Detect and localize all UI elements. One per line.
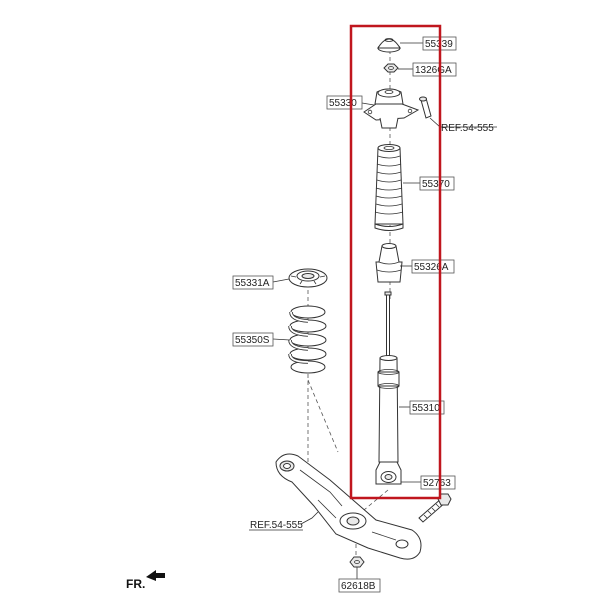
label-ref-lower: REF.54-555 — [249, 520, 303, 531]
leader-lines — [272, 42, 497, 579]
spring-pad-part[interactable] — [288, 268, 328, 288]
label-spring-pad: 55331A — [232, 275, 274, 290]
svg-text:REF.54-555: REF.54-555 — [250, 520, 303, 531]
label-ref-upper: REF.54-555 — [441, 123, 494, 134]
bolt-part[interactable] — [418, 493, 452, 523]
strut-mount-part[interactable] — [363, 88, 420, 129]
bump-stopper-part[interactable] — [375, 243, 403, 283]
shock-absorber-part[interactable] — [375, 291, 402, 485]
svg-text:55330: 55330 — [329, 98, 357, 109]
svg-text:REF.54-555: REF.54-555 — [441, 123, 494, 134]
svg-text:1326GA: 1326GA — [415, 65, 452, 76]
label-shock-absorber: 55310 — [409, 400, 445, 415]
svg-text:55326A: 55326A — [414, 262, 449, 273]
top-seat-part[interactable] — [377, 38, 401, 53]
svg-text:55370: 55370 — [422, 179, 450, 190]
svg-text:55331A: 55331A — [235, 278, 270, 289]
svg-text:FR.: FR. — [126, 577, 145, 591]
svg-text:55310: 55310 — [412, 403, 440, 414]
label-coil-spring: 55350S — [232, 332, 274, 347]
coil-spring-part[interactable] — [288, 305, 327, 374]
highlight-frame — [349, 24, 442, 500]
lower-arm-part[interactable] — [275, 453, 422, 560]
svg-text:52763: 52763 — [423, 478, 451, 489]
stud-bolt-part[interactable] — [419, 96, 432, 119]
label-dust-cover: 55370 — [419, 176, 455, 191]
label-mount: 55330 — [326, 95, 363, 110]
dust-cover-part[interactable] — [374, 144, 404, 231]
label-nut: 1326GA — [412, 62, 457, 77]
front-arrow-icon — [146, 570, 165, 581]
lower-nut-part[interactable] — [349, 556, 365, 568]
front-direction-indicator: FR. — [126, 570, 165, 591]
svg-text:55350S: 55350S — [235, 335, 270, 346]
svg-text:62618B: 62618B — [341, 581, 376, 592]
label-lower-nut: 62618B — [338, 578, 381, 593]
label-bumper: 55326A — [411, 259, 455, 274]
label-bolt: 52763 — [420, 475, 456, 490]
nut-part[interactable] — [383, 63, 399, 73]
